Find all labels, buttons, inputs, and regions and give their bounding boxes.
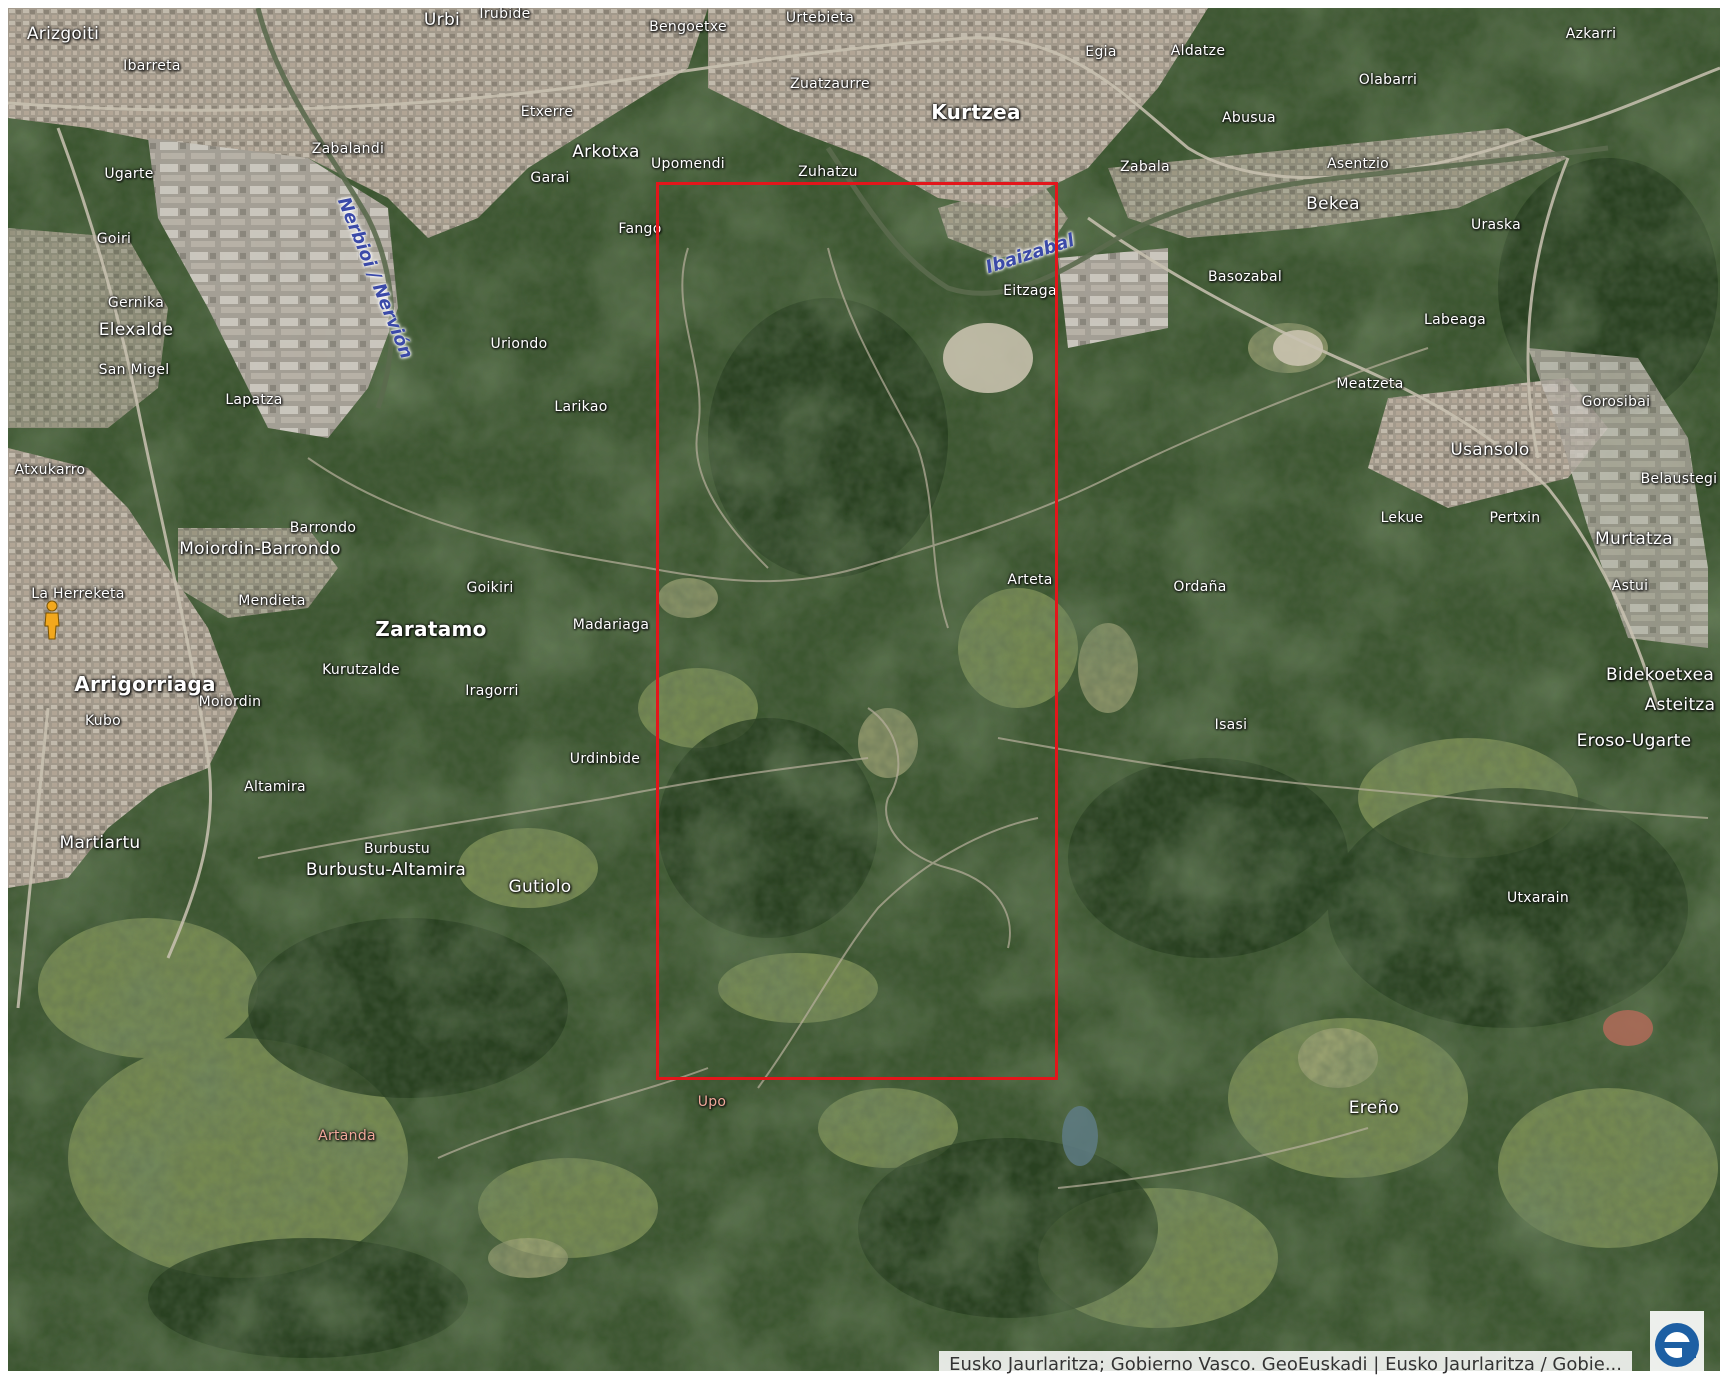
place-label-arkotxa: Arkotxa (572, 142, 640, 162)
place-label-mendieta: Mendieta (238, 593, 306, 609)
place-label-barrondo: Barrondo (289, 520, 357, 536)
place-label-san-migel: San Migel (98, 362, 170, 378)
place-label-fango: Fango (618, 221, 662, 237)
place-label-uriondo: Uriondo (490, 336, 548, 352)
place-label-abusua: Abusua (1222, 110, 1276, 126)
place-label-uraska: Uraska (1470, 217, 1522, 233)
place-label-arteta: Arteta (1007, 572, 1053, 588)
place-label-moiordin: Moiordin (198, 694, 262, 710)
place-label-gernika: Gernika (107, 295, 165, 311)
place-label-basozabal: Basozabal (1207, 269, 1283, 285)
place-label-ugarte: Ugarte (104, 166, 154, 182)
place-label-labeaga: Labeaga (1423, 312, 1487, 328)
place-label-atxukarro: Atxukarro (14, 462, 86, 478)
place-label-belaustegi: Belaustegi (1640, 471, 1718, 487)
place-label-larikao: Larikao (554, 399, 608, 415)
place-label-goikiri: Goikiri (466, 580, 514, 596)
place-label-burbustu-altamira: Burbustu-Altamira (305, 860, 467, 880)
place-label-pertxin: Pertxin (1489, 510, 1541, 526)
place-label-upomendi: Upomendi (651, 156, 725, 172)
place-label-asentzio: Asentzio (1326, 156, 1390, 172)
place-label-azkarri: Azkarri (1565, 26, 1617, 42)
place-label-utxarain: Utxarain (1506, 890, 1570, 906)
place-label-urdinbide: Urdinbide (569, 751, 641, 767)
place-label-lekue: Lekue (1380, 510, 1424, 526)
place-label-ibarreta: Ibarreta (123, 58, 181, 74)
place-label-artanda: Artanda (318, 1128, 376, 1144)
place-label-aldatze: Aldatze (1170, 43, 1226, 59)
place-label-arizgoiti: Arizgoiti (26, 24, 100, 44)
satellite-map[interactable]: Arizgoiti Urbi Irubide Bengoetxe Urtebie… (8, 8, 1720, 1371)
place-label-usansolo: Usansolo (1450, 440, 1530, 460)
place-label-olabarri: Olabarri (1358, 72, 1418, 88)
area-of-interest-rectangle (656, 182, 1058, 1080)
geoeuskadi-logo-icon[interactable] (1650, 1311, 1704, 1375)
pegman-icon[interactable] (42, 600, 62, 640)
place-label-iragorri: Iragorri (465, 683, 519, 699)
place-label-asteitza: Asteitza (1644, 695, 1716, 715)
place-label-zabala: Zabala (1120, 159, 1170, 175)
place-label-etxerre: Etxerre (520, 104, 574, 120)
place-label-meatzeta: Meatzeta (1336, 376, 1404, 392)
place-label-la-herreketa: La Herreketa (31, 586, 125, 602)
place-label-eroso-ugarte: Eroso-Ugarte (1576, 731, 1692, 751)
place-label-kubo: Kubo (84, 713, 122, 729)
place-label-lapatza: Lapatza (225, 392, 283, 408)
place-label-bekea: Bekea (1306, 194, 1360, 214)
place-label-zaratamo: Zaratamo (375, 617, 487, 641)
place-label-goiri: Goiri (96, 231, 132, 247)
place-label-kurtzea: Kurtzea (931, 100, 1021, 124)
place-label-zuatzaurre: Zuatzaurre (790, 76, 870, 92)
place-label-zuhatzu: Zuhatzu (798, 164, 858, 180)
place-label-ordana: Ordaña (1173, 579, 1227, 595)
place-label-isasi: Isasi (1214, 717, 1248, 733)
place-label-zabalandi: Zabalandi (311, 141, 385, 157)
map-attribution[interactable]: Eusko Jaurlaritza; Gobierno Vasco. GeoEu… (939, 1351, 1632, 1379)
place-label-irubide: Irubide (479, 8, 531, 22)
place-label-astui: Astui (1611, 578, 1649, 594)
satellite-imagery (8, 8, 1720, 1371)
place-label-murtatza: Murtatza (1595, 529, 1673, 549)
place-label-gutiolo: Gutiolo (508, 877, 572, 897)
place-label-eitzaga: Eitzaga (1003, 283, 1057, 299)
place-label-madariaga: Madariaga (572, 617, 650, 633)
place-label-kurutzalde: Kurutzalde (322, 662, 400, 678)
place-label-ereno: Ereño (1348, 1098, 1400, 1118)
place-label-garai: Garai (530, 170, 570, 186)
place-label-burbustu: Burbustu (363, 841, 431, 857)
place-label-urtebieta: Urtebieta (785, 10, 855, 26)
place-label-egia: Egia (1085, 44, 1117, 60)
place-label-upo: Upo (697, 1094, 727, 1110)
place-label-bidekoetxea: Bidekoetxea (1605, 665, 1715, 685)
place-label-arrigorriaga: Arrigorriaga (74, 672, 216, 696)
place-label-bengoetxe: Bengoetxe (649, 19, 727, 35)
place-label-martiartu: Martiartu (59, 833, 141, 853)
place-label-moiordin-barrondo: Moiordin-Barrondo (179, 539, 341, 559)
place-label-elexalde: Elexalde (98, 320, 174, 340)
place-label-urbi: Urbi (423, 10, 461, 30)
place-label-altamira: Altamira (244, 779, 306, 795)
place-label-gorosibai: Gorosibai (1581, 394, 1651, 410)
